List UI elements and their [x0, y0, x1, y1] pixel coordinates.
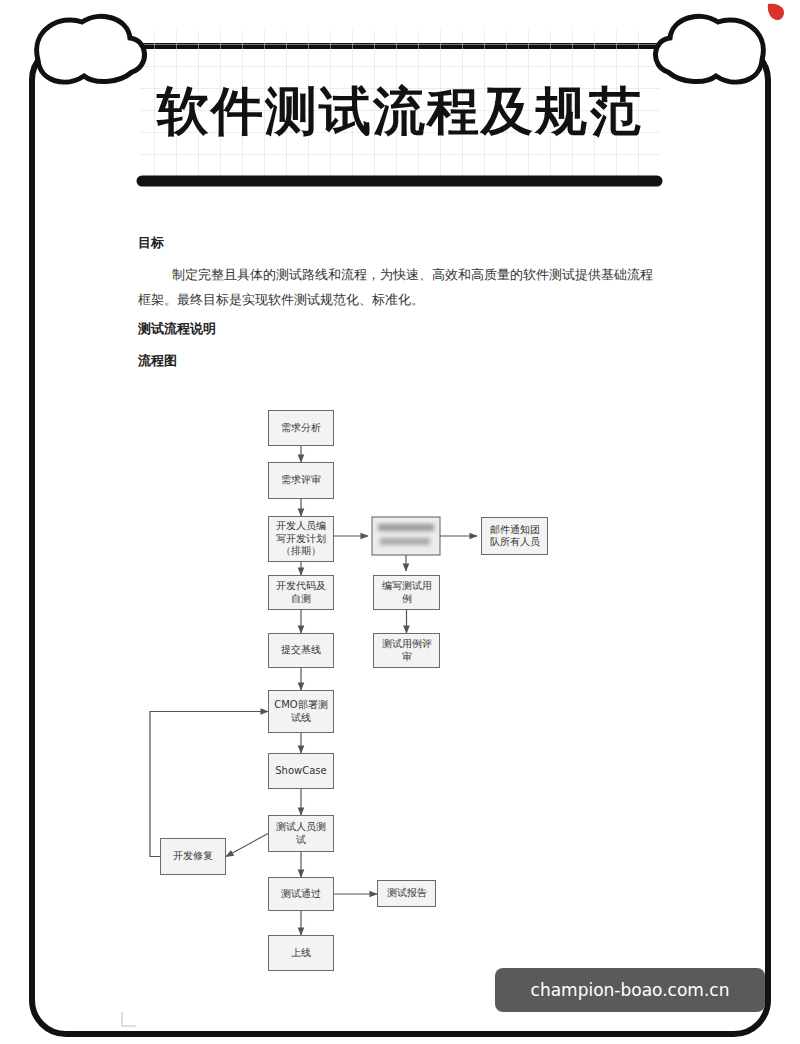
flow-arrow [300, 852, 301, 877]
corner-hand [37, 16, 764, 82]
corner-tick [122, 1012, 136, 1026]
flow-arrow [150, 712, 268, 857]
box-text: 开发人员编写开发计划（排期） [272, 520, 330, 558]
box-text: ShowCase [275, 765, 326, 778]
flow-arrow [300, 446, 301, 462]
process-box: 编写测试用例 [373, 575, 440, 610]
section-heading: 目标 [138, 234, 338, 252]
process-box: 测试通过 [268, 877, 334, 911]
process-box: ShowCase [268, 753, 334, 789]
flow-arrow [300, 789, 301, 815]
flow-arrow [300, 911, 301, 935]
box-text: 邮件通知团队所有人员 [485, 524, 544, 549]
page-title: 软件测试流程及规范 [100, 80, 700, 142]
box-text: 测试人员测试 [272, 821, 330, 846]
process-box: CMO部署测试线 [268, 690, 334, 733]
process-box: 邮件通知团队所有人员 [481, 517, 548, 555]
process-box: 提交基线 [268, 633, 334, 668]
box-text: 测试用例评审 [377, 638, 436, 663]
box-text: 测试通过 [281, 888, 321, 901]
corner-mark [768, 4, 784, 20]
box-text: 需求评审 [281, 474, 321, 487]
flow-arrow [300, 562, 301, 576]
process-box: 上线 [268, 935, 334, 971]
process-box: 测试人员测试 [268, 815, 334, 852]
box-text: 需求分析 [281, 422, 321, 435]
flow-arrow [300, 499, 301, 516]
box-text: 提交基线 [281, 644, 321, 657]
section-heading: 流程图 [138, 352, 338, 370]
box-text: 测试报告 [387, 887, 427, 900]
process-box: 测试用例评审 [373, 633, 440, 668]
watermark: champion-boao.com.cn [495, 968, 765, 1012]
box-text: 编写测试用例 [377, 580, 436, 605]
body-paragraph: 制定完整且具体的测试路线和流程，为快速、高效和高质量的软件测试提供基础流程框架。… [138, 262, 660, 312]
flow-arrow [334, 893, 377, 894]
process-box: 需求评审 [268, 462, 334, 499]
frame-border [32, 46, 768, 1034]
box-text: CMO部署测试线 [272, 699, 330, 724]
plain-connector [334, 536, 477, 571]
title-bar [142, 176, 657, 187]
process-box: 开发代码及自测 [268, 575, 334, 610]
flow-arrow [300, 610, 301, 633]
process-box: 测试报告 [377, 880, 436, 907]
process-box: 开发人员编写开发计划（排期） [268, 516, 334, 562]
box-text: 开发代码及自测 [272, 580, 330, 605]
box-text: 开发修复 [173, 850, 213, 863]
process-box: 开发修复 [160, 838, 226, 875]
flow-arrow [406, 610, 407, 633]
flow-arrow [300, 668, 301, 690]
section-heading: 测试流程说明 [138, 320, 338, 338]
flow-arrow [226, 834, 268, 857]
box-text: 上线 [291, 947, 311, 960]
flow-arrow [300, 733, 301, 753]
blurred-box [372, 517, 440, 555]
process-box: 需求分析 [268, 410, 334, 446]
